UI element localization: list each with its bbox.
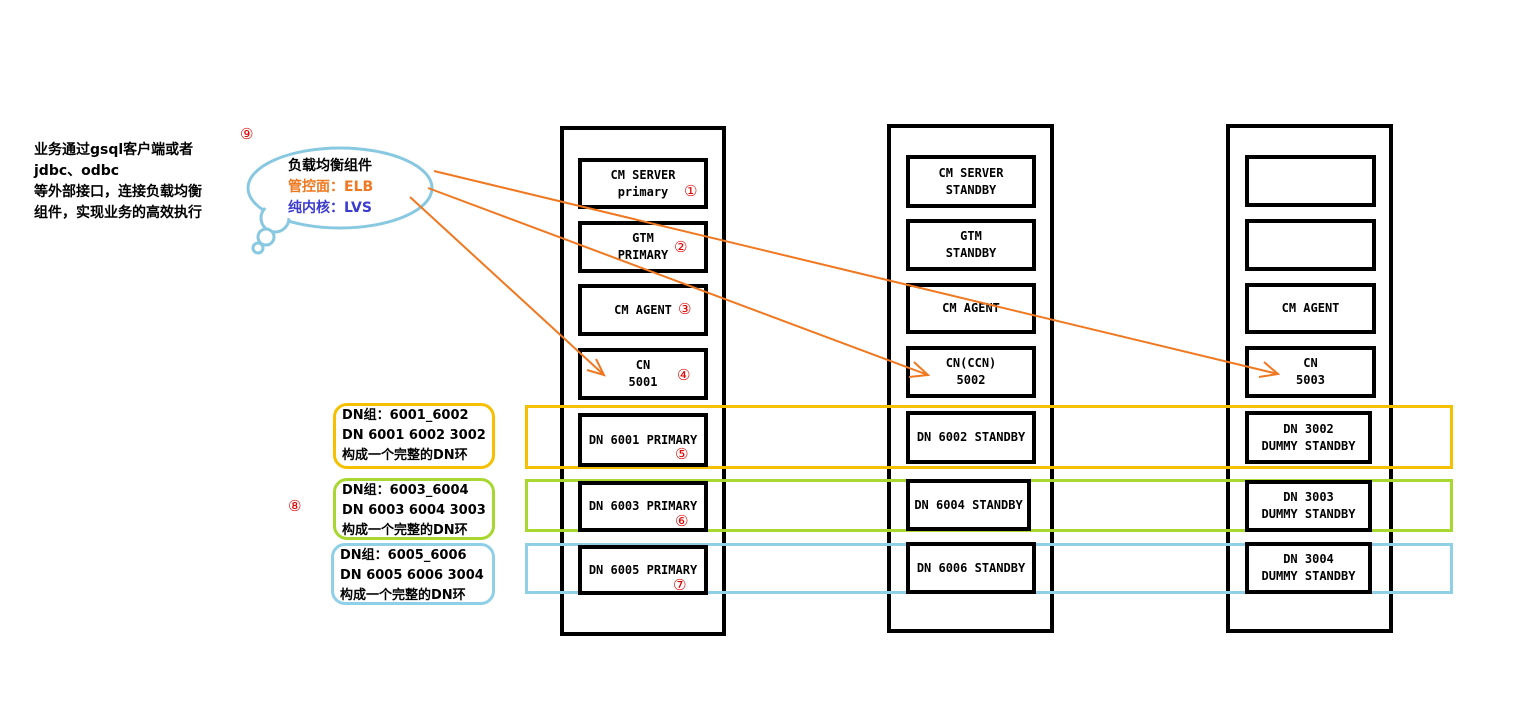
box-line: DUMMY STANDBY [1261, 438, 1356, 453]
marker-6: ⑥ [675, 512, 689, 530]
box-line: GTM [632, 231, 654, 245]
box-line: CM SERVER [610, 167, 676, 182]
box-line: GTM [960, 229, 982, 243]
legend-line: DN 6003 6004 3003 [342, 503, 486, 518]
box-line: DN 6002 STANDBY [916, 430, 1026, 444]
node3-dn-a: DN 3002 DUMMY STANDBY [1245, 411, 1372, 464]
box-line: primary [617, 184, 669, 199]
node2-cm-server: CM SERVER STANDBY [906, 155, 1036, 208]
node3-empty-slot-2 [1245, 219, 1376, 271]
box-line: STANDBY [945, 182, 997, 197]
load-balancer-title: 负载均衡组件 [288, 158, 372, 174]
marker-2: ② [674, 238, 688, 256]
client-note-line: 业务通过gsql客户端或者 [34, 142, 194, 158]
node1-dn-a: DN 6001 PRIMARY [578, 413, 708, 467]
load-balancer-text: 负载均衡组件 管控面：ELB 纯内核：LVS [288, 156, 373, 219]
legend-line: DN 6005 6006 3004 [340, 568, 484, 583]
box-line: DN 6001 PRIMARY [588, 432, 698, 447]
node2-gtm: GTM STANDBY [906, 219, 1036, 271]
legend-line: 构成一个完整的DN环 [342, 523, 468, 538]
dn-group-2-legend: DN组：6003_6004 DN 6003 6004 3003 构成一个完整的D… [333, 478, 495, 540]
box-line: CM AGENT [1281, 301, 1340, 315]
node3-empty-slot-1 [1245, 155, 1376, 207]
legend-line: DN 6001 6002 3002 [342, 428, 486, 443]
marker-1: ① [684, 182, 698, 200]
node3-cn: CN 5003 [1245, 346, 1376, 398]
client-note-line: jdbc、odbc [34, 163, 120, 179]
legend-line: DN组：6001_6002 [342, 408, 469, 423]
box-line: 5001 [628, 375, 658, 389]
node2-dn-b: DN 6004 STANDBY [906, 479, 1031, 531]
client-note-line: 等外部接口，连接负载均衡 [34, 184, 202, 200]
dn-group-1-frame [525, 405, 1453, 469]
node3-dn-c: DN 3004 DUMMY STANDBY [1245, 542, 1372, 594]
dn-group-3-legend: DN组：6005_6006 DN 6005 6006 3004 构成一个完整的D… [331, 543, 495, 605]
box-line: PRIMARY [617, 248, 669, 262]
box-line: 5002 [956, 373, 986, 387]
marker-3: ③ [678, 300, 692, 318]
elb-label: 管控面：ELB [288, 179, 374, 195]
cloud-shape [246, 146, 434, 255]
dn-group-1-legend: DN组：6001_6002 DN 6001 6002 3002 构成一个完整的D… [333, 403, 495, 469]
box-line: DN 6005 PRIMARY [588, 562, 698, 577]
box-line: DN 3003 [1283, 490, 1334, 504]
box-line: CM SERVER [938, 165, 1004, 180]
client-note-line: 组件，实现业务的高效执行 [34, 205, 202, 221]
box-line: DN 3002 [1283, 421, 1334, 436]
marker-8: ⑧ [288, 497, 302, 515]
box-line: CN(CCN) [945, 356, 997, 370]
node2-dn-c: DN 6006 STANDBY [906, 542, 1036, 594]
node1-dn-b: DN 6003 PRIMARY [578, 481, 708, 532]
legend-line: 构成一个完整的DN环 [342, 448, 468, 463]
marker-4: ④ [677, 366, 691, 384]
lvs-label: 纯内核：LVS [288, 200, 372, 216]
box-line: DUMMY STANDBY [1261, 569, 1356, 583]
node2-cn: CN(CCN) 5002 [906, 346, 1036, 398]
legend-line: DN组：6005_6006 [340, 548, 467, 563]
node3-cm-agent: CM AGENT [1245, 283, 1376, 334]
legend-line: DN组：6003_6004 [342, 483, 469, 498]
box-line: DN 6003 PRIMARY [588, 499, 698, 513]
node1-dn-c: DN 6005 PRIMARY [578, 545, 708, 595]
node3-dn-b: DN 3003 DUMMY STANDBY [1245, 480, 1372, 532]
box-line: CM AGENT [614, 302, 672, 317]
client-description: 业务通过gsql客户端或者 jdbc、odbc 等外部接口，连接负载均衡 组件，… [34, 140, 202, 224]
marker-5: ⑤ [675, 445, 689, 463]
box-line: DN 6006 STANDBY [916, 560, 1026, 575]
node2-cm-agent: CM AGENT [906, 283, 1036, 334]
box-line: CM AGENT [942, 301, 1000, 315]
box-line: DN 3004 [1283, 552, 1334, 566]
box-line: CN [635, 358, 651, 372]
node2-dn-a: DN 6002 STANDBY [906, 411, 1036, 464]
legend-line: 构成一个完整的DN环 [340, 588, 466, 603]
box-line: CN [1303, 356, 1318, 370]
node1-gtm: GTM PRIMARY [578, 221, 708, 273]
box-line: DUMMY STANDBY [1261, 507, 1356, 521]
box-line: DN 6004 STANDBY [914, 497, 1023, 512]
box-line: STANDBY [945, 246, 997, 260]
marker-7: ⑦ [673, 576, 687, 594]
marker-9: ⑨ [240, 125, 254, 143]
box-line: 5003 [1296, 373, 1325, 387]
